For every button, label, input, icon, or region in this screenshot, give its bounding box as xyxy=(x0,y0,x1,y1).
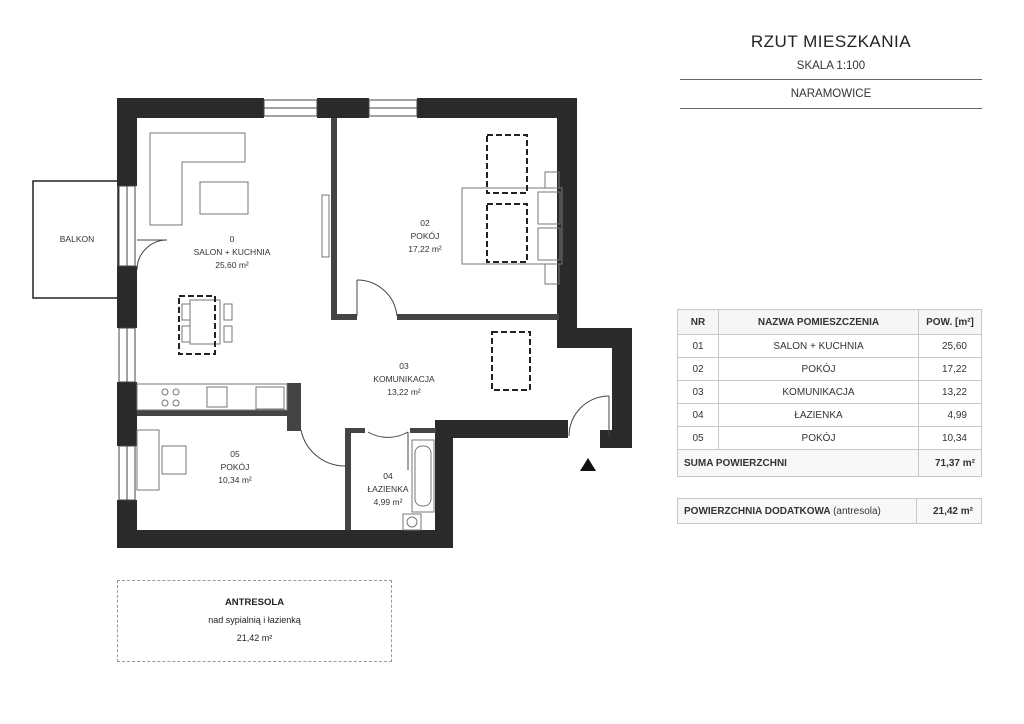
row-name: ŁAZIENKA xyxy=(718,403,919,427)
row-nr: 01 xyxy=(677,334,719,358)
header-area: POW. [m²] xyxy=(918,309,982,335)
dining-table-dashed xyxy=(178,295,216,355)
row-name: POKÓJ xyxy=(718,426,919,450)
outer-walls xyxy=(117,98,632,548)
antresola-box: ANTRESOLA nad sypialnią i łazienką 21,42… xyxy=(117,580,392,662)
header-divider-bottom xyxy=(680,108,982,109)
row-nr: 02 xyxy=(677,357,719,381)
room-area: 25,60 m² xyxy=(215,260,249,270)
row-area: 10,34 xyxy=(918,426,982,450)
room-area: 13,22 m² xyxy=(387,387,421,397)
header-divider-top xyxy=(680,79,982,80)
room-number: 03 xyxy=(399,361,409,371)
header-name: NAZWA POMIESZCZENIA xyxy=(718,309,919,335)
extra-area-value: 21,42 m² xyxy=(916,498,982,524)
row-area: 13,22 xyxy=(918,380,982,404)
room-komunikacja: 03 KOMUNIKACJA 13,22 m² xyxy=(354,360,454,399)
table-total-row: SUMA POWIERZCHNI 71,37 m² xyxy=(677,449,982,477)
balkon-label: BALKON xyxy=(59,234,95,244)
area-table: NR NAZWA POMIESZCZENIA POW. [m²] 01 SALO… xyxy=(677,309,982,477)
row-name: POKÓJ xyxy=(718,357,919,381)
room-pokoj-05: 05 POKÓJ 10,34 m² xyxy=(195,448,275,487)
row-area: 17,22 xyxy=(918,357,982,381)
total-value: 71,37 m² xyxy=(918,449,982,477)
total-label: SUMA POWIERZCHNI xyxy=(677,449,919,477)
plan-district: NARAMOWICE xyxy=(790,88,872,100)
entrance-arrow xyxy=(580,458,596,471)
room-name: POKÓJ xyxy=(410,231,440,241)
salon-furniture xyxy=(136,132,330,411)
extra-area-label-cell: POWIERZCHNIA DODATKOWA (antresola) xyxy=(677,498,917,524)
antresola-subtitle: nad sypialnią i łazienką xyxy=(208,615,301,625)
room-lazienka: 04 ŁAZIENKA 4,99 m² xyxy=(356,470,420,509)
extra-area-row: POWIERZCHNIA DODATKOWA (antresola) 21,42… xyxy=(677,498,982,524)
row-name: KOMUNIKACJA xyxy=(718,380,919,404)
table-row: 02 POKÓJ 17,22 xyxy=(677,357,982,381)
interior-walls xyxy=(137,118,559,530)
room-name: POKÓJ xyxy=(220,462,250,472)
row-nr: 04 xyxy=(677,403,719,427)
header-nr: NR xyxy=(677,309,719,335)
bathroom-fixtures xyxy=(402,439,435,531)
room-name: KOMUNIKACJA xyxy=(373,374,435,384)
extra-area-table: POWIERZCHNIA DODATKOWA (antresola) 21,42… xyxy=(677,498,982,524)
small-room-furniture xyxy=(136,429,187,491)
room-pokoj-02: 02 POKÓJ 17,22 m² xyxy=(385,217,465,256)
room-area: 4,99 m² xyxy=(373,497,403,507)
bedroom-dashed xyxy=(486,134,531,391)
row-nr: 05 xyxy=(677,426,719,450)
plan-scale: SKALA 1:100 xyxy=(796,60,866,72)
extra-area-note: (antresola) xyxy=(833,505,881,517)
extra-area-label: POWIERZCHNIA DODATKOWA xyxy=(684,505,831,517)
plan-title: RZUT MIESZKANIA xyxy=(750,32,912,51)
table-row: 03 KOMUNIKACJA 13,22 xyxy=(677,380,982,404)
room-salon: 0 SALON + KUCHNIA 25,60 m² xyxy=(172,233,292,272)
room-area: 10,34 m² xyxy=(218,475,252,485)
room-name: ŁAZIENKA xyxy=(367,484,409,494)
table-header-row: NR NAZWA POMIESZCZENIA POW. [m²] xyxy=(677,309,982,335)
table-row: 04 ŁAZIENKA 4,99 xyxy=(677,403,982,427)
room-number: 02 xyxy=(420,218,430,228)
row-area: 4,99 xyxy=(918,403,982,427)
balcony-outline xyxy=(32,180,119,299)
floor-plan xyxy=(32,98,632,548)
table-row: 01 SALON + KUCHNIA 25,60 xyxy=(677,334,982,358)
row-name: SALON + KUCHNIA xyxy=(718,334,919,358)
table-row: 05 POKÓJ 10,34 xyxy=(677,426,982,450)
antresola-title: ANTRESOLA xyxy=(224,597,285,608)
room-area: 17,22 m² xyxy=(408,244,442,254)
room-number: 0 xyxy=(229,234,235,244)
room-number: 04 xyxy=(383,471,393,481)
bedroom-furniture xyxy=(461,171,563,285)
room-name: SALON + KUCHNIA xyxy=(193,247,271,257)
windows xyxy=(118,99,418,501)
doors xyxy=(136,239,610,470)
row-nr: 03 xyxy=(677,380,719,404)
room-number: 05 xyxy=(230,449,240,459)
row-area: 25,60 xyxy=(918,334,982,358)
antresola-area: 21,42 m² xyxy=(236,633,273,643)
